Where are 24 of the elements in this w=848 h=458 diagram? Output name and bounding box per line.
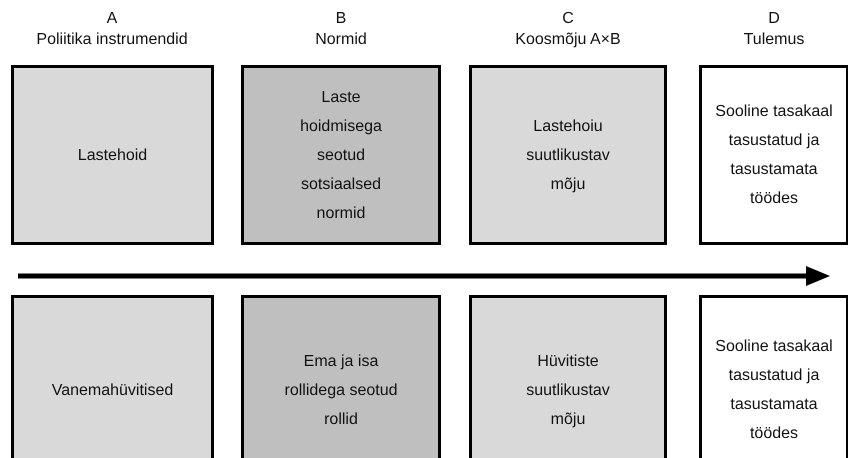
column-letter: C bbox=[562, 9, 574, 29]
box-text: Sooline tasakaal tasustatud ja tasustamata töödes bbox=[714, 102, 834, 209]
column-heading: Koosmõju A×B bbox=[515, 30, 621, 50]
process-box bbox=[699, 65, 848, 245]
process-box bbox=[11, 65, 214, 245]
process-box bbox=[469, 295, 667, 458]
process-box bbox=[469, 65, 667, 245]
box-text: Lastehoiu suutlikustav mõju bbox=[525, 116, 611, 194]
box-text: Laste hoidmisega seotud sotsiaalsed normid bbox=[299, 88, 383, 224]
box-text: Sooline tasakaal tasustatud ja tasustamata töödes bbox=[714, 337, 834, 444]
column-letter: A bbox=[106, 9, 118, 29]
column-letter: D bbox=[768, 9, 780, 29]
column-heading: Normid bbox=[315, 30, 367, 50]
column-letter: B bbox=[336, 9, 346, 29]
column-heading: Tulemus bbox=[744, 30, 804, 50]
process-box bbox=[241, 65, 441, 245]
box-text: Hüvitiste suutlikustav mõju bbox=[525, 352, 611, 430]
process-box bbox=[11, 295, 214, 458]
box-text: Ema ja isa rollidega seotud rollid bbox=[284, 352, 398, 430]
process-box bbox=[241, 295, 441, 458]
column-heading: Poliitika instrumendid bbox=[36, 30, 188, 50]
box-text: Lastehoid bbox=[78, 146, 148, 166]
box-text: Vanemahüvitised bbox=[52, 380, 174, 400]
process-box bbox=[699, 295, 848, 458]
